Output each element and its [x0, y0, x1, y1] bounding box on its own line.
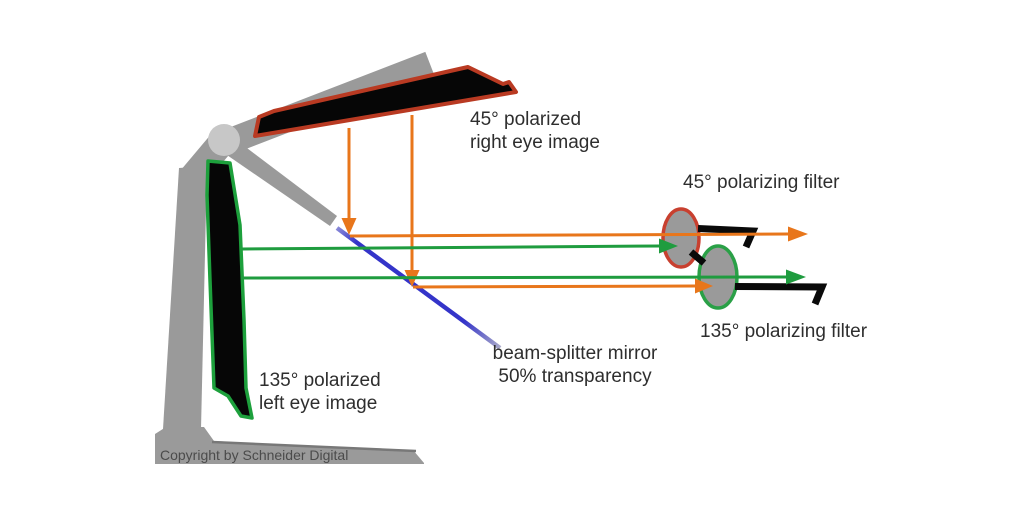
- ray-orange-right-top: [349, 232, 790, 238]
- stand-joint-circle: [208, 124, 240, 156]
- ray-orange-right-bottom-arrowhead: [695, 278, 713, 294]
- ray-green-bottom: [241, 275, 788, 280]
- label-left-eye-image: 135° polarized left eye image: [259, 369, 381, 415]
- ray-orange-right-top-arrowhead: [788, 226, 808, 242]
- stand-splitter-arm: [224, 139, 337, 226]
- label-beam-splitter-line1: beam-splitter mirror: [492, 343, 658, 364]
- glasses-temple-bottom: [734, 283, 828, 306]
- lens-45-filter: [661, 207, 701, 269]
- copyright-notice: Copyright by Schneider Digital: [160, 447, 349, 463]
- label-right-eye-image-line2: right eye image: [470, 132, 600, 153]
- ray-green-bottom-arrowhead: [786, 269, 806, 285]
- stand-base-edge: [211, 440, 417, 453]
- ray-green-top-arrowhead: [659, 238, 678, 254]
- left-eye-display: [205, 159, 254, 420]
- label-135-polarizing-filter: 135° polarizing filter: [700, 321, 868, 342]
- right-eye-display: [253, 65, 518, 138]
- polarized-glasses: [661, 207, 828, 310]
- label-right-eye-image: 45° polarized right eye image: [470, 108, 600, 154]
- label-left-eye-image-line1: 135° polarized: [259, 370, 381, 391]
- label-right-eye-image-line1: 45° polarized: [470, 109, 582, 130]
- stand-pillar: [163, 166, 207, 429]
- ray-orange-right-bottom: [412, 284, 697, 289]
- label-45-polarizing-filter: 45° polarizing filter: [683, 172, 840, 193]
- label-beam-splitter: beam-splitter mirror 50% transparency: [450, 342, 700, 388]
- label-beam-splitter-line2: 50% transparency: [498, 366, 652, 387]
- monitor-stand: [155, 51, 435, 464]
- ray-orange-down-1-arrowhead: [341, 218, 357, 235]
- glasses-bridge: [688, 249, 707, 266]
- label-left-eye-image-line2: left eye image: [259, 393, 378, 414]
- light-rays: [241, 115, 808, 294]
- glasses-temple-top: [697, 225, 759, 249]
- ray-green-top: [241, 244, 661, 251]
